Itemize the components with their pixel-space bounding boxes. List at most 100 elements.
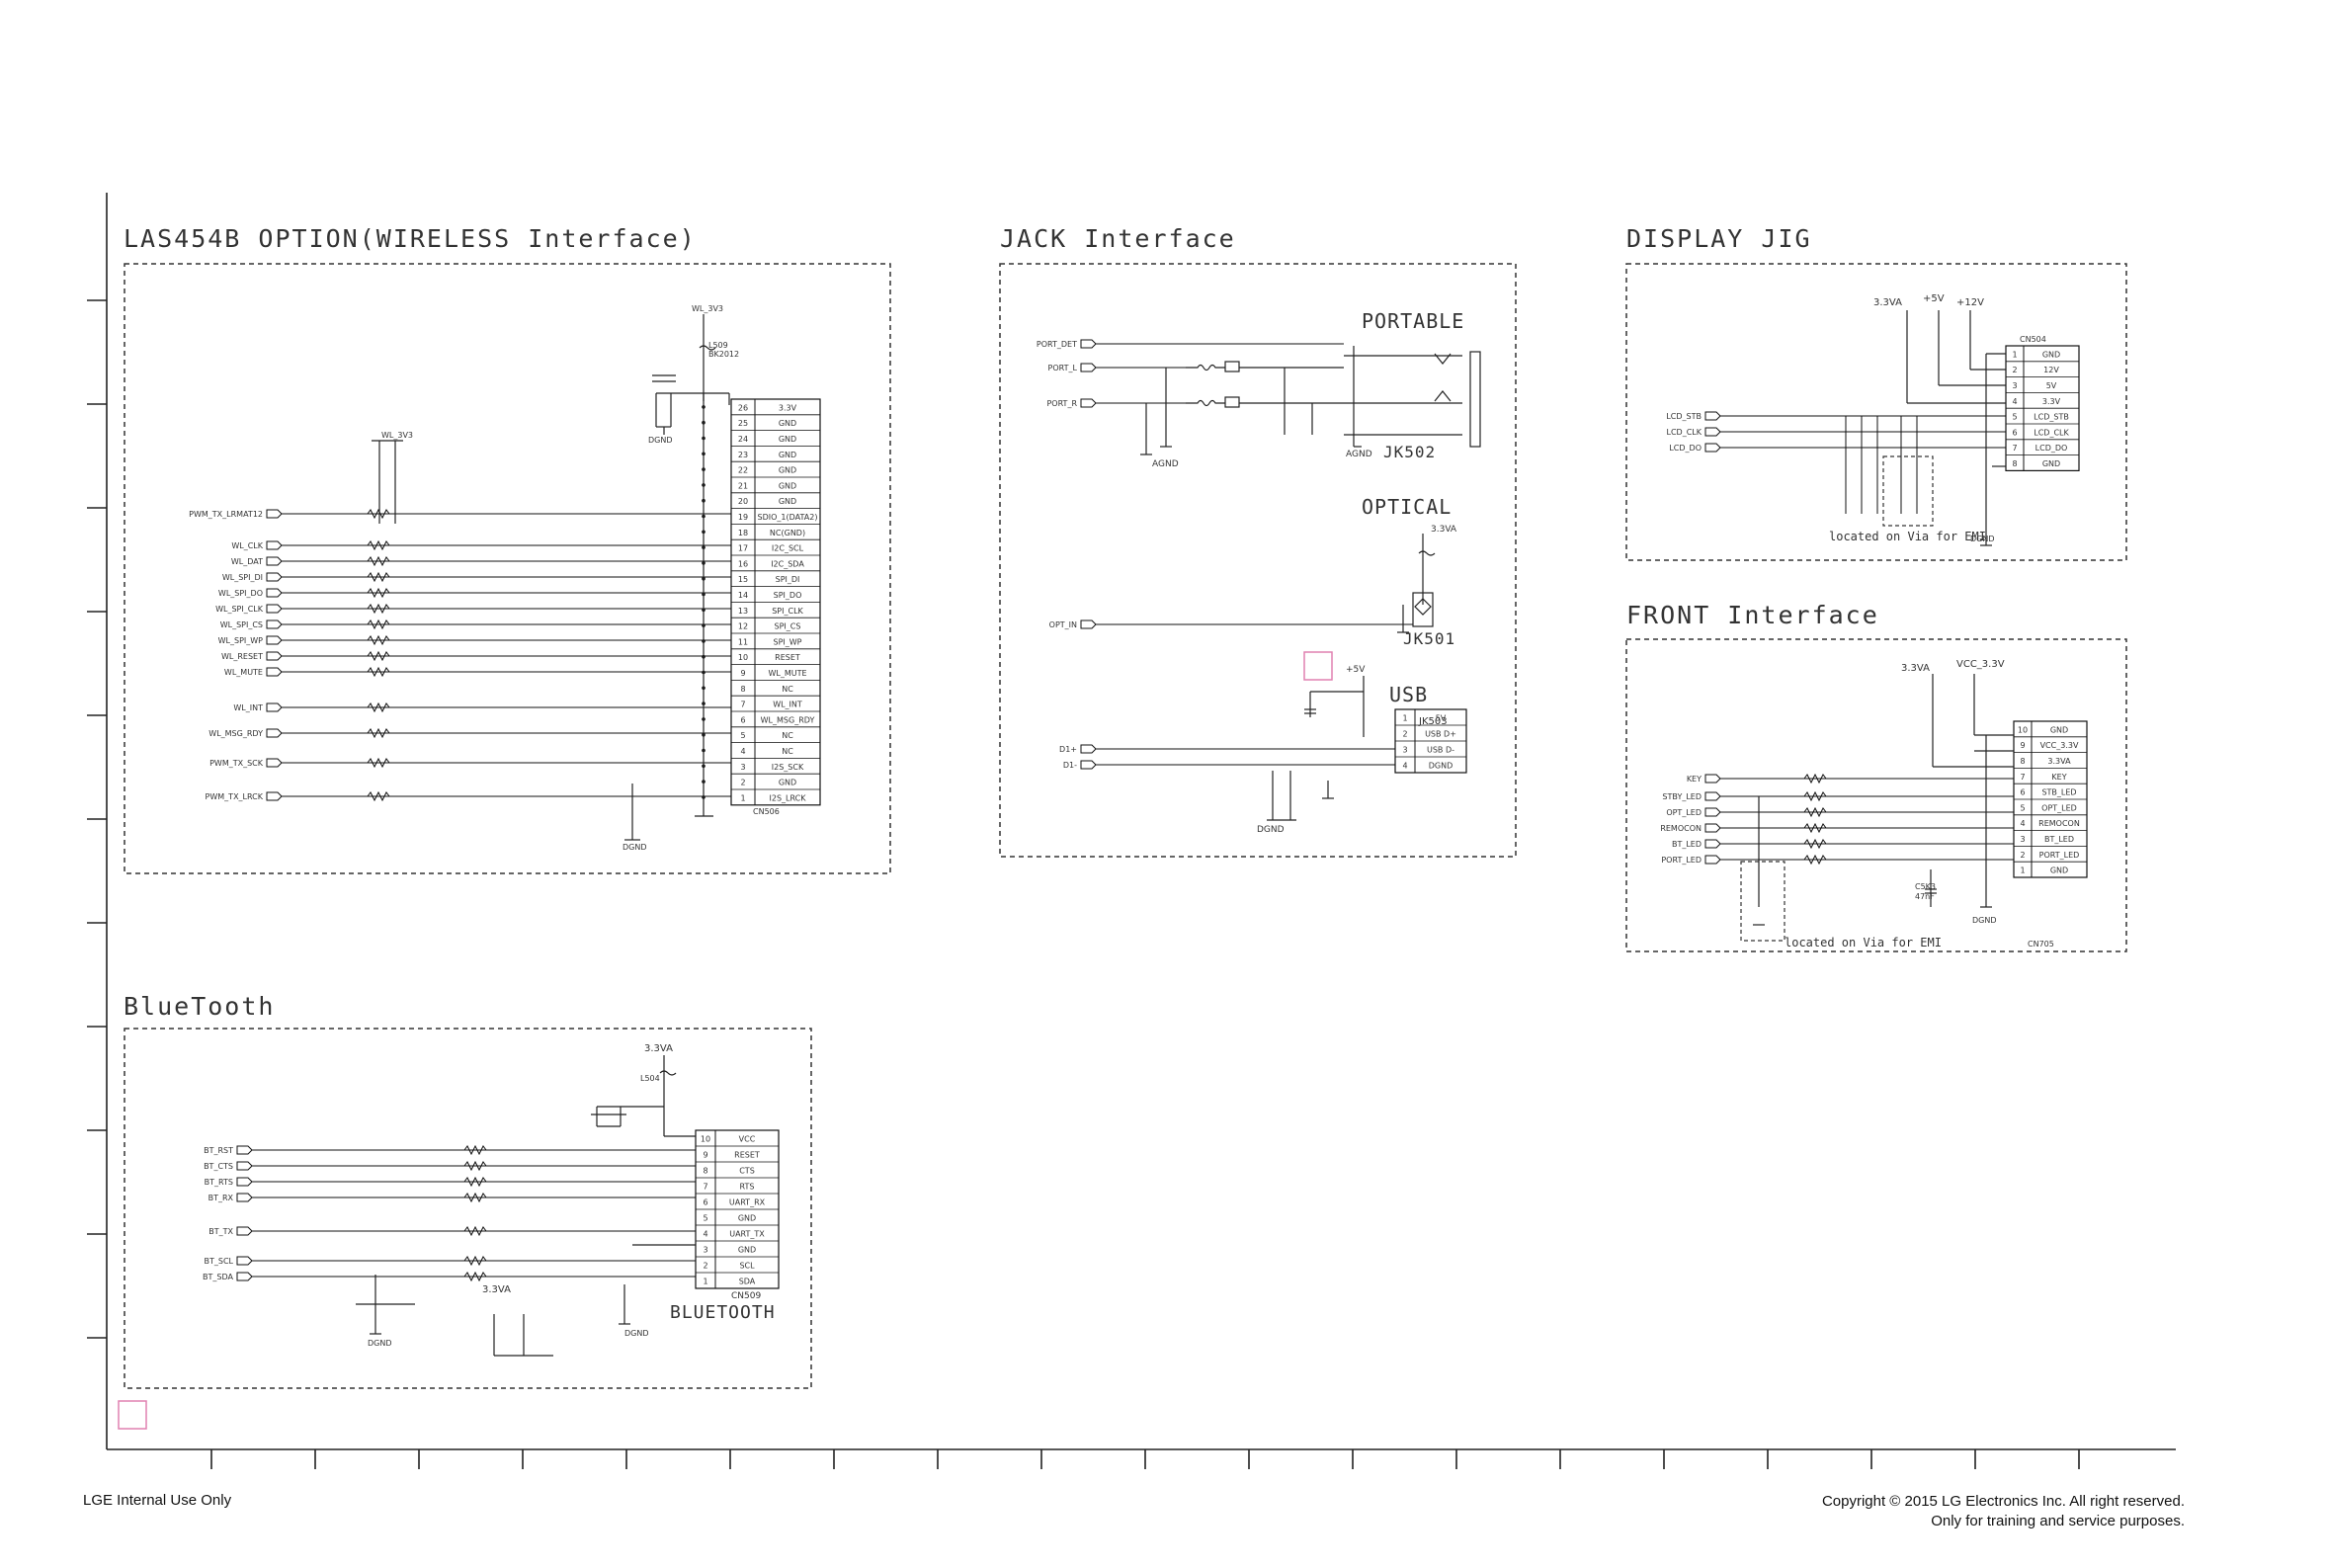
front-resistor	[1803, 773, 1827, 784]
front-pin-number: 2	[2020, 851, 2025, 860]
wireless-signal-label: WL_SPI_CS	[220, 620, 263, 629]
display-pin-name: 5V	[2046, 381, 2057, 390]
display-connector-ref: CN504	[2020, 335, 2046, 344]
bluetooth-module-label: BLUETOOTH	[670, 1302, 776, 1323]
front-signal-label: OPT_LED	[1666, 808, 1702, 817]
bluetooth-port-arrow	[236, 1145, 253, 1155]
front-signal-label: KEY	[1687, 775, 1702, 784]
front-pin-name: BT_LED	[2044, 835, 2074, 844]
bluetooth-signal-label: BT_TX	[208, 1227, 233, 1236]
front-pin-number: 3	[2020, 835, 2025, 844]
usb-pin-name: USB D-	[1427, 746, 1454, 755]
wireless-pin-number: 26	[738, 403, 748, 412]
bluetooth-port-arrow	[236, 1272, 253, 1281]
front-port-arrow	[1704, 774, 1721, 784]
bt-connector-ref: CN509	[731, 1291, 761, 1301]
usb-pin-name: 5V	[1436, 714, 1447, 723]
usb-pin-number: 1	[1402, 714, 1407, 723]
wireless-port-arrow	[266, 619, 283, 629]
bluetooth-section-title: BlueTooth	[124, 992, 275, 1021]
frame-bottom-ticks	[210, 1449, 2080, 1469]
wireless-pin-number: 12	[738, 622, 748, 631]
wireless-circuit: PWM_TX_LRMAT12WL_CLKWL_DATWL_SPI_DIWL_SP…	[189, 304, 821, 852]
wireless-signal-label: WL_MSG_RDY	[208, 729, 263, 738]
display-pin-number: 8	[2012, 459, 2017, 468]
front-resistor	[1803, 822, 1827, 834]
wireless-port-arrow	[266, 540, 283, 550]
front-resistor	[1803, 854, 1827, 866]
wireless-pin-number: 4	[740, 747, 745, 756]
display-section-title: DISPLAY JIG	[1626, 224, 1812, 253]
frame-left-ticks	[87, 299, 107, 1339]
wireless-pin-number: 14	[738, 591, 748, 600]
front-rail-vcc33: VCC_3.3V	[1956, 659, 2005, 670]
wireless-resistor	[367, 619, 390, 630]
wireless-resistor	[367, 555, 390, 567]
display-pin-name: 3.3V	[2042, 397, 2061, 406]
bt-pullup-power: 3.3VA	[482, 1284, 511, 1295]
front-port-arrow	[1704, 807, 1721, 817]
jack-agnd2-label: AGND	[1346, 450, 1372, 459]
jack-section-title: JACK Interface	[1000, 224, 1236, 253]
wireless-pin-name: SPI_CS	[775, 622, 801, 631]
bluetooth-section-box	[124, 1028, 812, 1389]
front-rail-33va: 3.3VA	[1901, 663, 1930, 674]
usb-port-arrow	[1080, 744, 1097, 754]
display-pin-number: 4	[2012, 397, 2017, 406]
display-gnd-label: DGND	[1970, 535, 1995, 543]
optical-signal-label: OPT_IN	[1049, 620, 1077, 629]
front-pin-name: 3.3VA	[2047, 757, 2071, 766]
front-pin-name: PORT_LED	[2039, 851, 2080, 860]
display-pin-number: 5	[2012, 413, 2017, 422]
footer-internal-use: LGE Internal Use Only	[83, 1492, 232, 1509]
front-emi-note: located on Via for EMI	[1785, 936, 1942, 949]
footer-copyright-line2: Only for training and service purposes.	[1931, 1513, 2185, 1529]
display-signal-label: LCD_STB	[1666, 412, 1702, 421]
display-pin-name: LCD_STB	[2034, 413, 2069, 422]
wireless-pin-name: SPI_DO	[774, 591, 802, 600]
wireless-pin-number: 5	[740, 731, 745, 740]
bluetooth-signal-label: BT_RST	[204, 1146, 233, 1155]
bluetooth-pin-name: CTS	[739, 1167, 755, 1176]
bluetooth-pin-name: SCL	[739, 1262, 755, 1271]
bluetooth-port-arrow	[236, 1226, 253, 1236]
bluetooth-port-arrow	[236, 1256, 253, 1266]
wireless-l-part: L509	[708, 341, 728, 350]
wireless-bottom-gnd-label: DGND	[623, 843, 647, 852]
usb-pin-name: USB D+	[1425, 730, 1456, 739]
wireless-resistor	[367, 727, 390, 739]
bluetooth-pin-name: SDA	[739, 1278, 756, 1286]
wireless-pin-number: 16	[738, 559, 748, 568]
bluetooth-pin-number: 2	[703, 1262, 707, 1271]
wireless-resistor	[367, 603, 390, 615]
wireless-pin-name: WL_MSG_RDY	[761, 715, 815, 724]
wireless-signal-label: WL_CLK	[231, 541, 263, 550]
front-gnd-label: DGND	[1972, 916, 1997, 925]
bluetooth-pin-number: 3	[703, 1246, 707, 1255]
wireless-section-box	[124, 263, 891, 874]
wireless-power-label: WL_3V3	[692, 304, 723, 313]
jack-signal-label: PORT_R	[1046, 399, 1077, 408]
wireless-resistor	[367, 539, 390, 551]
bluetooth-pin-number: 9	[703, 1151, 707, 1160]
bluetooth-port-arrow	[236, 1161, 253, 1171]
usb-pin-number: 4	[1402, 762, 1407, 771]
front-resistor	[1803, 790, 1827, 802]
wireless-signal-label: WL_SPI_CLK	[215, 605, 264, 614]
front-pin-number: 1	[2020, 867, 2025, 875]
wireless-pin-number: 22	[738, 466, 748, 475]
wireless-port-arrow	[266, 728, 283, 738]
bt-power-label: 3.3VA	[644, 1043, 673, 1054]
wireless-resistor	[367, 650, 390, 662]
bluetooth-pin-number: 6	[703, 1198, 707, 1207]
wireless-port-arrow	[266, 572, 283, 582]
usb-signal-label: D1+	[1059, 745, 1077, 754]
wireless-pin-number: 17	[738, 544, 748, 553]
wireless-pin-name: NC(GND)	[770, 529, 805, 537]
wireless-pin-name: GND	[779, 419, 796, 428]
wireless-pin-name: GND	[779, 435, 796, 444]
wireless-pin-number: 6	[740, 715, 745, 724]
jack-section-box	[999, 263, 1517, 858]
wireless-pin-name: GND	[779, 466, 796, 475]
bluetooth-resistor	[463, 1271, 487, 1282]
